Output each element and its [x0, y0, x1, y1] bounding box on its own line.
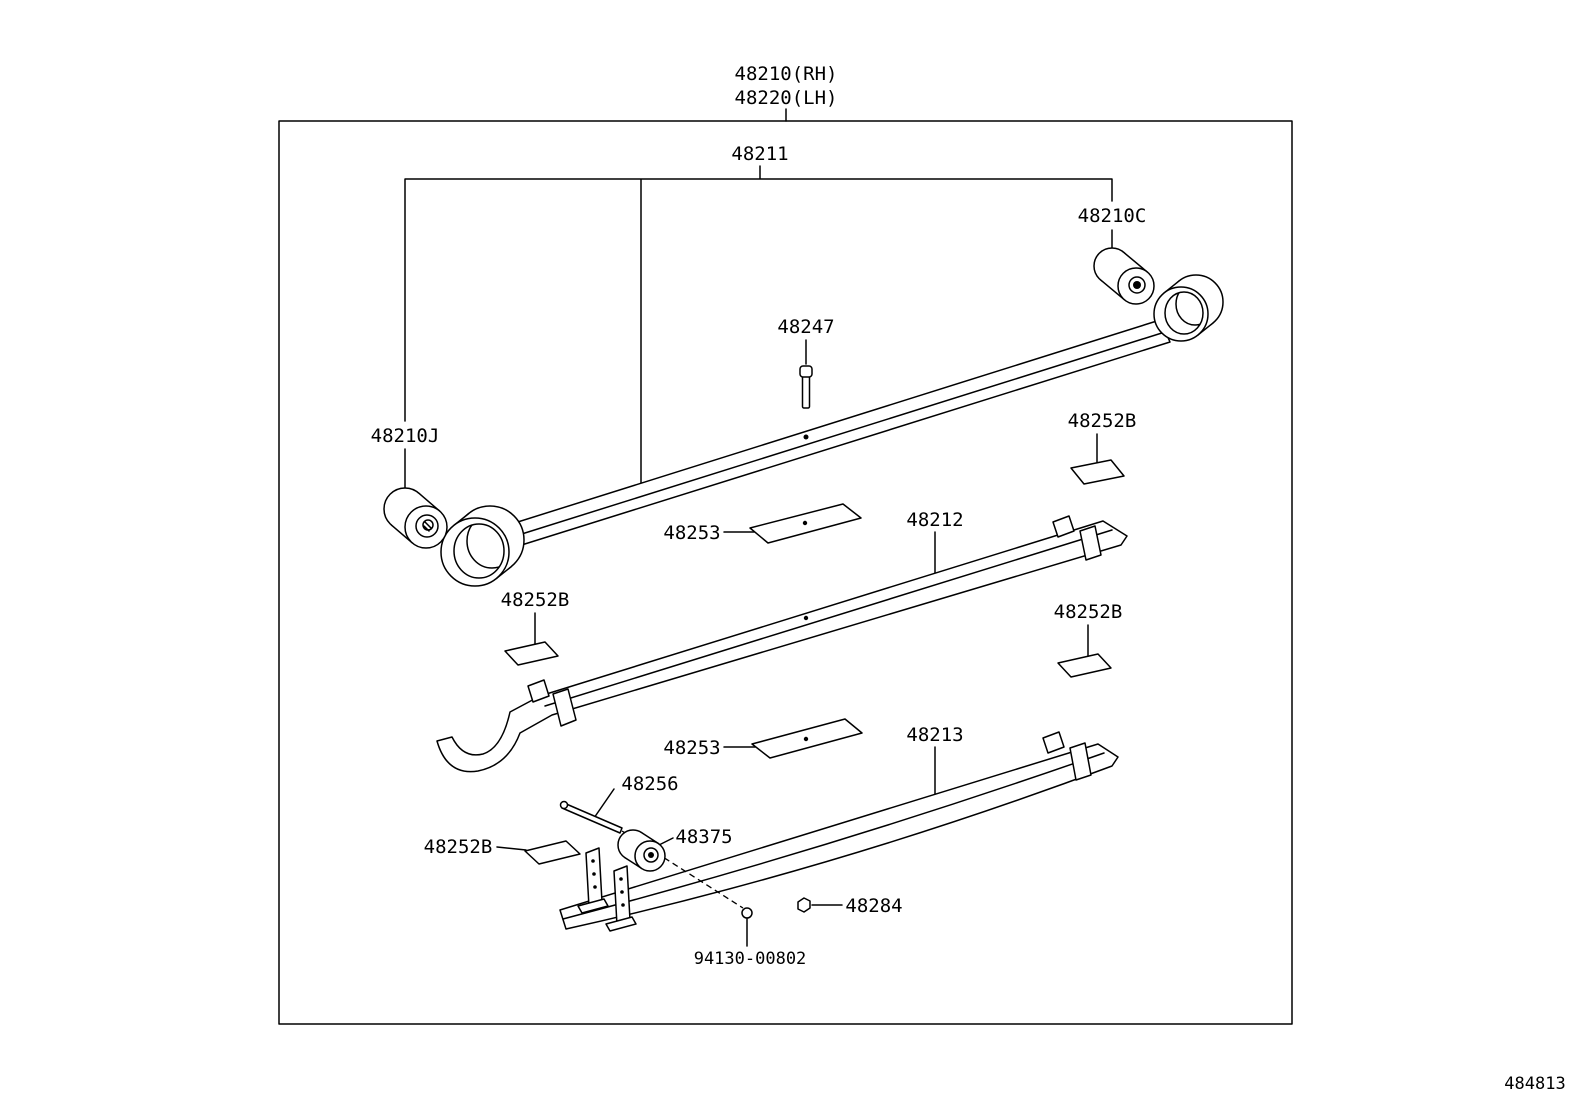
assembly-frame [278, 120, 1293, 1025]
clip-second-right-tab [1052, 515, 1075, 538]
leader-48256 [593, 788, 615, 819]
assembly-part-number-rh: 48210(RH) [735, 63, 838, 85]
bracket-a-hole [591, 859, 595, 863]
center-bolt [799, 365, 813, 409]
callout-48375: 48375 [675, 826, 732, 848]
pad-1 [1070, 459, 1125, 485]
bumper-ring [643, 847, 659, 863]
callout-48284: 48284 [845, 895, 902, 917]
spring-leaf-second-hole [803, 615, 809, 621]
spring-leaf-second [436, 515, 1128, 773]
labels: 48210(RH) 48220(LH) 48211 48210C 48247 4… [371, 63, 1566, 1094]
spring-leaf-third [559, 731, 1119, 932]
nut [741, 907, 753, 919]
bumper-hole [648, 852, 654, 858]
cap [797, 897, 811, 913]
pad-4 [524, 840, 581, 865]
bracket-b [613, 865, 631, 926]
callout-48253-2: 48253 [663, 737, 720, 759]
shim-2-hole [803, 736, 809, 742]
center-hole [803, 434, 809, 440]
callout-48212: 48212 [906, 509, 963, 531]
pads [504, 459, 1125, 865]
spring-eye-left [440, 505, 525, 587]
long-bolt-shank [561, 802, 623, 834]
clip-second-left-band [552, 688, 577, 727]
shim-1-hole [802, 520, 808, 526]
center-bolt-shank [801, 375, 811, 409]
bumper [617, 829, 666, 872]
spring-leaf-second-edge [544, 529, 1113, 707]
shims [749, 503, 863, 759]
bushing-right-sleeve [1128, 276, 1146, 294]
assembly-part-number-lh: 48220(LH) [735, 87, 838, 109]
bracket-a-hole [593, 885, 597, 889]
bushing-left-hatch [423, 521, 432, 532]
clip-third-right-band [1069, 742, 1092, 781]
bracket-b-hole [620, 890, 624, 894]
clip-second-left-tab [527, 679, 550, 703]
spring-leaf-main [504, 319, 1171, 549]
clip-third-right-tab [1042, 731, 1065, 754]
callout-48252b-4: 48252B [424, 836, 493, 858]
pad-2 [504, 641, 559, 666]
callout-48213: 48213 [906, 724, 963, 746]
spring-eye-left-inner [466, 524, 504, 569]
bracket-a [585, 847, 603, 908]
bracket-b-foot [605, 916, 637, 932]
leader-bracket-48211 [404, 165, 1113, 484]
bushing-right [1093, 247, 1155, 305]
callout-48210c: 48210C [1078, 205, 1147, 227]
callout-48247: 48247 [777, 316, 834, 338]
bracket-a-foot [577, 898, 609, 914]
center-bolt-head [799, 365, 813, 378]
spring-leaf-second-body [436, 520, 1128, 773]
spring-eye-left-opening [453, 523, 505, 579]
bracket-a-hole [592, 872, 596, 876]
bushing-left [383, 487, 448, 549]
spring-eye-right-inner [1175, 292, 1203, 326]
callout-48256: 48256 [621, 773, 678, 795]
callout-48211: 48211 [731, 143, 788, 165]
pad-3 [1057, 653, 1112, 678]
figure-number: 484813 [1504, 1074, 1565, 1094]
callout-48252b-1: 48252B [1068, 410, 1137, 432]
bracket-b-hole [619, 877, 623, 881]
spring-leaf-main-edge [508, 331, 1166, 539]
callout-48210j: 48210J [371, 425, 440, 447]
bushing-right-hole [1133, 281, 1141, 289]
bracket-b-hole [621, 903, 625, 907]
long-bolt-head [559, 800, 569, 810]
callout-48252b-3: 48252B [1054, 601, 1123, 623]
spring-eye-right [1153, 274, 1224, 342]
callout-48253-1: 48253 [663, 522, 720, 544]
leader-lines [404, 108, 1113, 947]
callout-48252b-2: 48252B [501, 589, 570, 611]
spring-leaf-third-edge [562, 752, 1105, 920]
leader-48252b-4 [496, 846, 527, 851]
clip-second-right-band [1079, 525, 1102, 561]
spring-eye-right-opening [1164, 291, 1204, 335]
callout-94130-00802: 94130-00802 [694, 949, 807, 969]
